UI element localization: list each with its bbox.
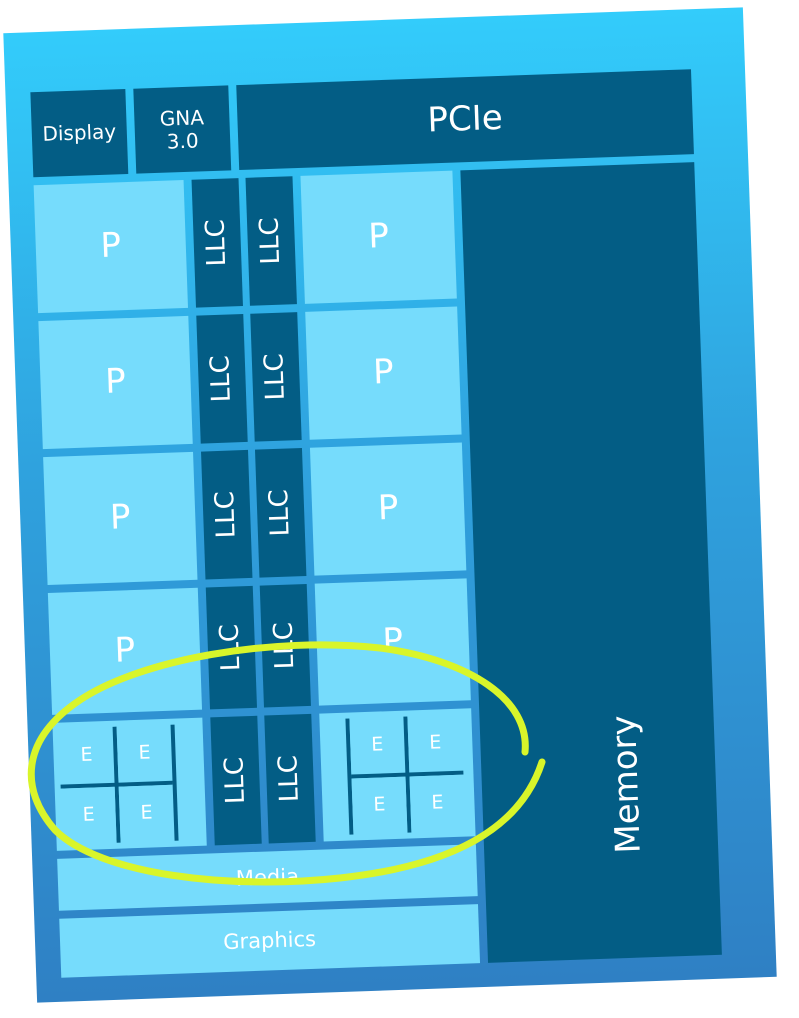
e-core: E — [349, 716, 406, 775]
media-block: Media — [57, 844, 478, 911]
e-core-label: E — [80, 743, 93, 767]
llc-label: LLC — [259, 352, 291, 401]
llc-label: LLC — [200, 218, 233, 267]
p-core-label: P — [99, 225, 122, 267]
llc-slice: LLC — [205, 585, 257, 710]
media-label: Media — [235, 864, 300, 891]
p-core: P — [38, 315, 193, 450]
p-core-label: P — [113, 630, 136, 672]
e-core-label: E — [370, 733, 384, 756]
display-label: Display — [42, 119, 117, 146]
llc-label: LLC — [214, 623, 247, 672]
e-core: E — [60, 786, 117, 845]
p-core-label: P — [377, 488, 400, 529]
llc-label: LLC — [205, 354, 237, 403]
graphics-label: Graphics — [222, 927, 317, 955]
p-core-label: P — [109, 497, 132, 539]
memory-block: Memory — [460, 162, 722, 963]
memory-label: Memory — [603, 714, 649, 855]
e-core-label: E — [138, 741, 151, 765]
llc-label: LLC — [209, 490, 242, 539]
e-core-label: E — [140, 801, 153, 824]
llc-slice: LLC — [264, 713, 316, 844]
llc-slice: LLC — [259, 583, 311, 708]
llc-slice: LLC — [191, 178, 243, 308]
e-core: E — [409, 774, 466, 833]
p-core: P — [43, 451, 198, 585]
llc-slice: LLC — [254, 448, 307, 578]
e-core-label: E — [431, 791, 444, 814]
llc-label: LLC — [273, 754, 305, 803]
pcie-label: PCIe — [426, 97, 504, 141]
p-core-label: P — [104, 361, 127, 403]
llc-slice: LLC — [210, 715, 262, 846]
llc-label: LLC — [263, 488, 296, 537]
p-core: P — [305, 306, 462, 440]
e-core: E — [351, 776, 408, 835]
llc-label: LLC — [268, 621, 301, 670]
llc-slice: LLC — [250, 312, 302, 442]
e-core: E — [118, 784, 175, 843]
e-core-label: E — [373, 793, 386, 816]
llc-label: LLC — [254, 216, 287, 266]
p-core: P — [47, 587, 203, 715]
e-core: E — [116, 724, 173, 783]
e-core-label: E — [82, 803, 96, 826]
processor-die: Display GNA 3.0 PCIe Memory P LLC LLC P … — [3, 7, 777, 1003]
p-core-label: P — [367, 216, 390, 258]
gna-block: GNA 3.0 — [133, 85, 232, 174]
p-core-label: P — [381, 621, 404, 662]
e-core-label: E — [428, 731, 442, 754]
llc-slice: LLC — [245, 176, 297, 306]
p-core-label: P — [372, 352, 395, 393]
llc-slice: LLC — [196, 314, 248, 444]
p-core: P — [300, 170, 457, 304]
llc-label: LLC — [219, 756, 251, 805]
llc-slice: LLC — [201, 449, 253, 580]
gna-label: GNA 3.0 — [159, 104, 205, 154]
p-core: P — [309, 442, 467, 576]
p-core: P — [33, 180, 188, 314]
e-core: E — [407, 714, 464, 773]
display-block: Display — [30, 88, 129, 178]
graphics-block: Graphics — [59, 904, 481, 978]
p-core: P — [314, 578, 471, 706]
e-core: E — [58, 726, 115, 785]
pcie-block: PCIe — [236, 69, 694, 171]
